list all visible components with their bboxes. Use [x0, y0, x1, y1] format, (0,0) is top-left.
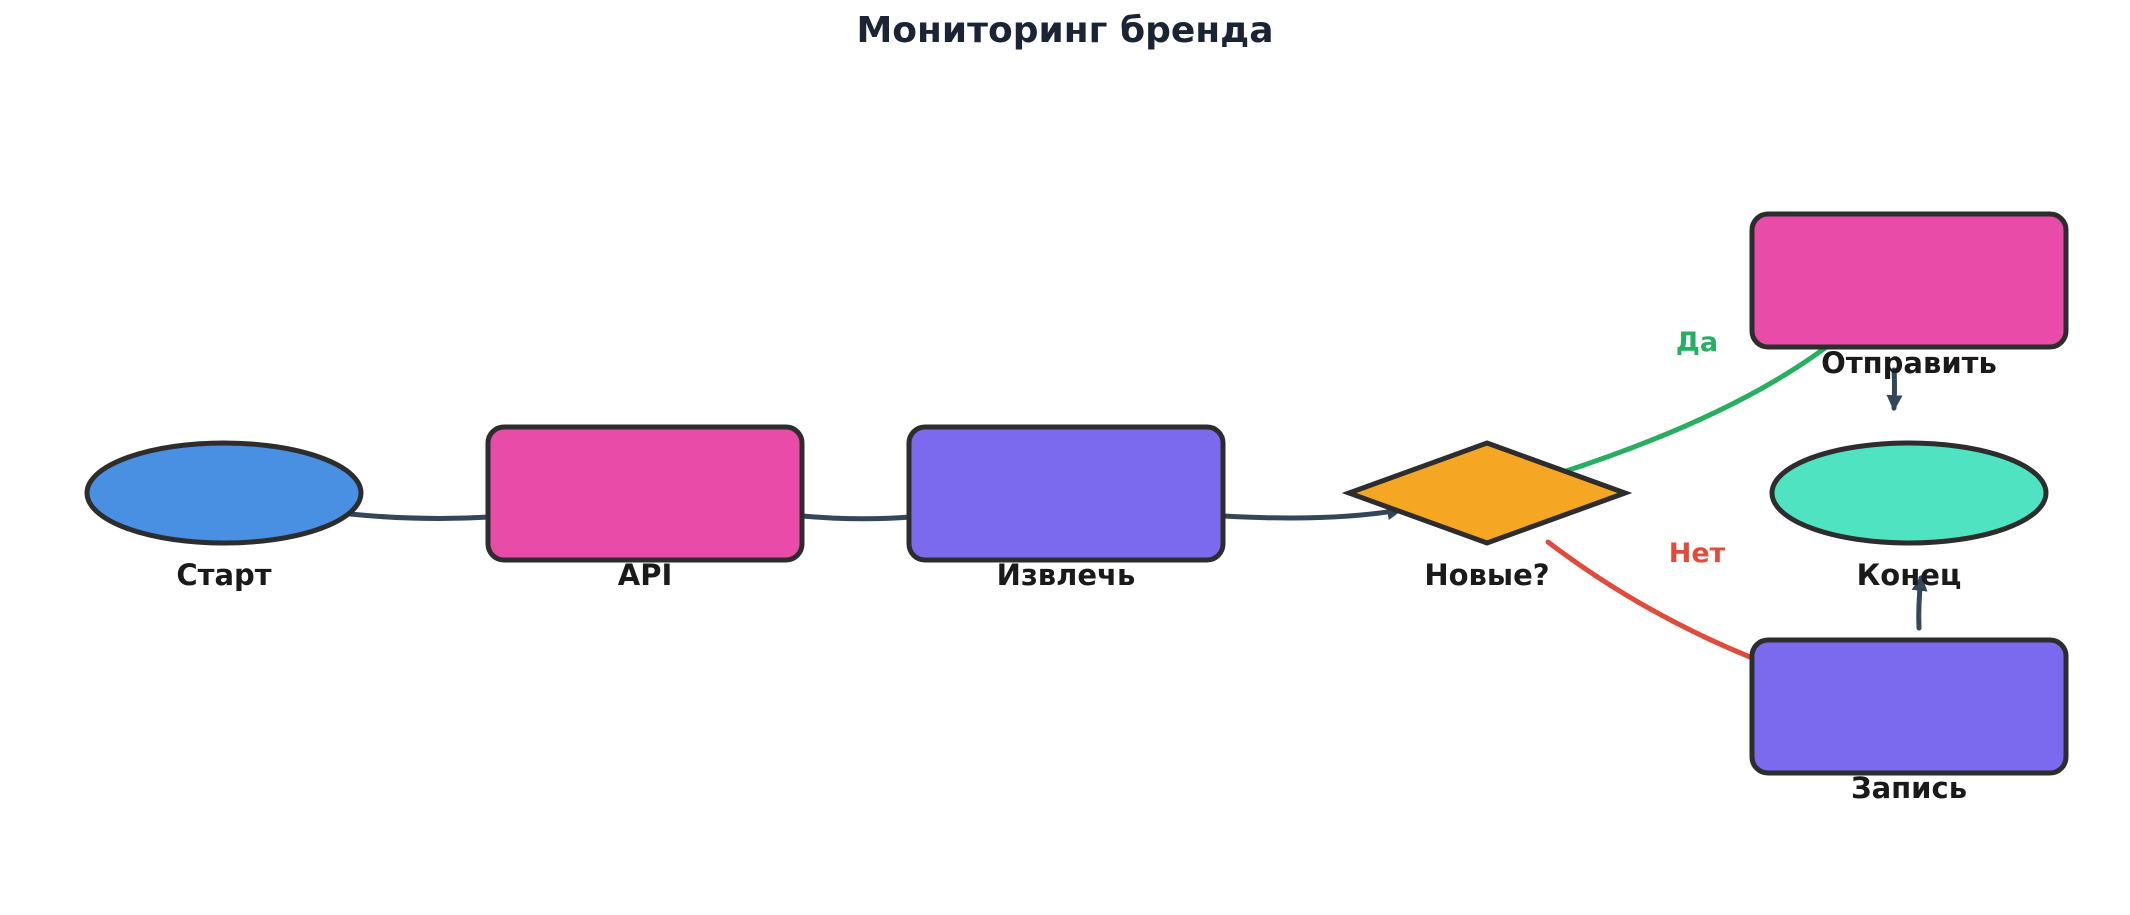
- node-api: API: [485, 424, 805, 592]
- node-end-label: Конец: [1857, 558, 1962, 592]
- node-new-label: Новые?: [1424, 558, 1549, 592]
- send-box: [1749, 211, 2069, 350]
- node-send: Отправить: [1749, 211, 2069, 380]
- node-extract-label: Извлечь: [997, 558, 1136, 592]
- node-end: Конец: [1769, 440, 2049, 592]
- new-diamond: [1341, 440, 1633, 546]
- node-start-label: Старт: [176, 558, 271, 592]
- api-box: [485, 424, 805, 563]
- start-ellipse: [84, 440, 364, 546]
- node-send-label: Отправить: [1821, 346, 1997, 380]
- node-record-label: Запись: [1851, 771, 1967, 805]
- diagram-title: Мониторинг бренда: [856, 10, 1273, 51]
- edge-label-no: Нет: [1669, 538, 1726, 569]
- edge-record-to-end: [1911, 574, 1928, 631]
- node-record: Запись: [1749, 637, 2069, 805]
- node-api-label: API: [618, 558, 673, 592]
- end-ellipse: [1769, 440, 2049, 546]
- node-start: Старт: [84, 440, 364, 592]
- extract-box: [906, 424, 1226, 563]
- edge-send-to-end: [1886, 367, 1903, 412]
- edge-label-yes: Да: [1676, 327, 1718, 358]
- node-extract: Извлечь: [906, 424, 1226, 592]
- node-new: Новые?: [1341, 440, 1633, 592]
- edge-api-to-extract: [799, 513, 913, 522]
- record-box: [1749, 637, 2069, 776]
- edge-new-to-record: [1545, 539, 1753, 660]
- edge-extract-to-new: [1220, 504, 1404, 521]
- edge-start-to-api: [347, 511, 493, 521]
- edge-new-to-send: [1557, 345, 1828, 476]
